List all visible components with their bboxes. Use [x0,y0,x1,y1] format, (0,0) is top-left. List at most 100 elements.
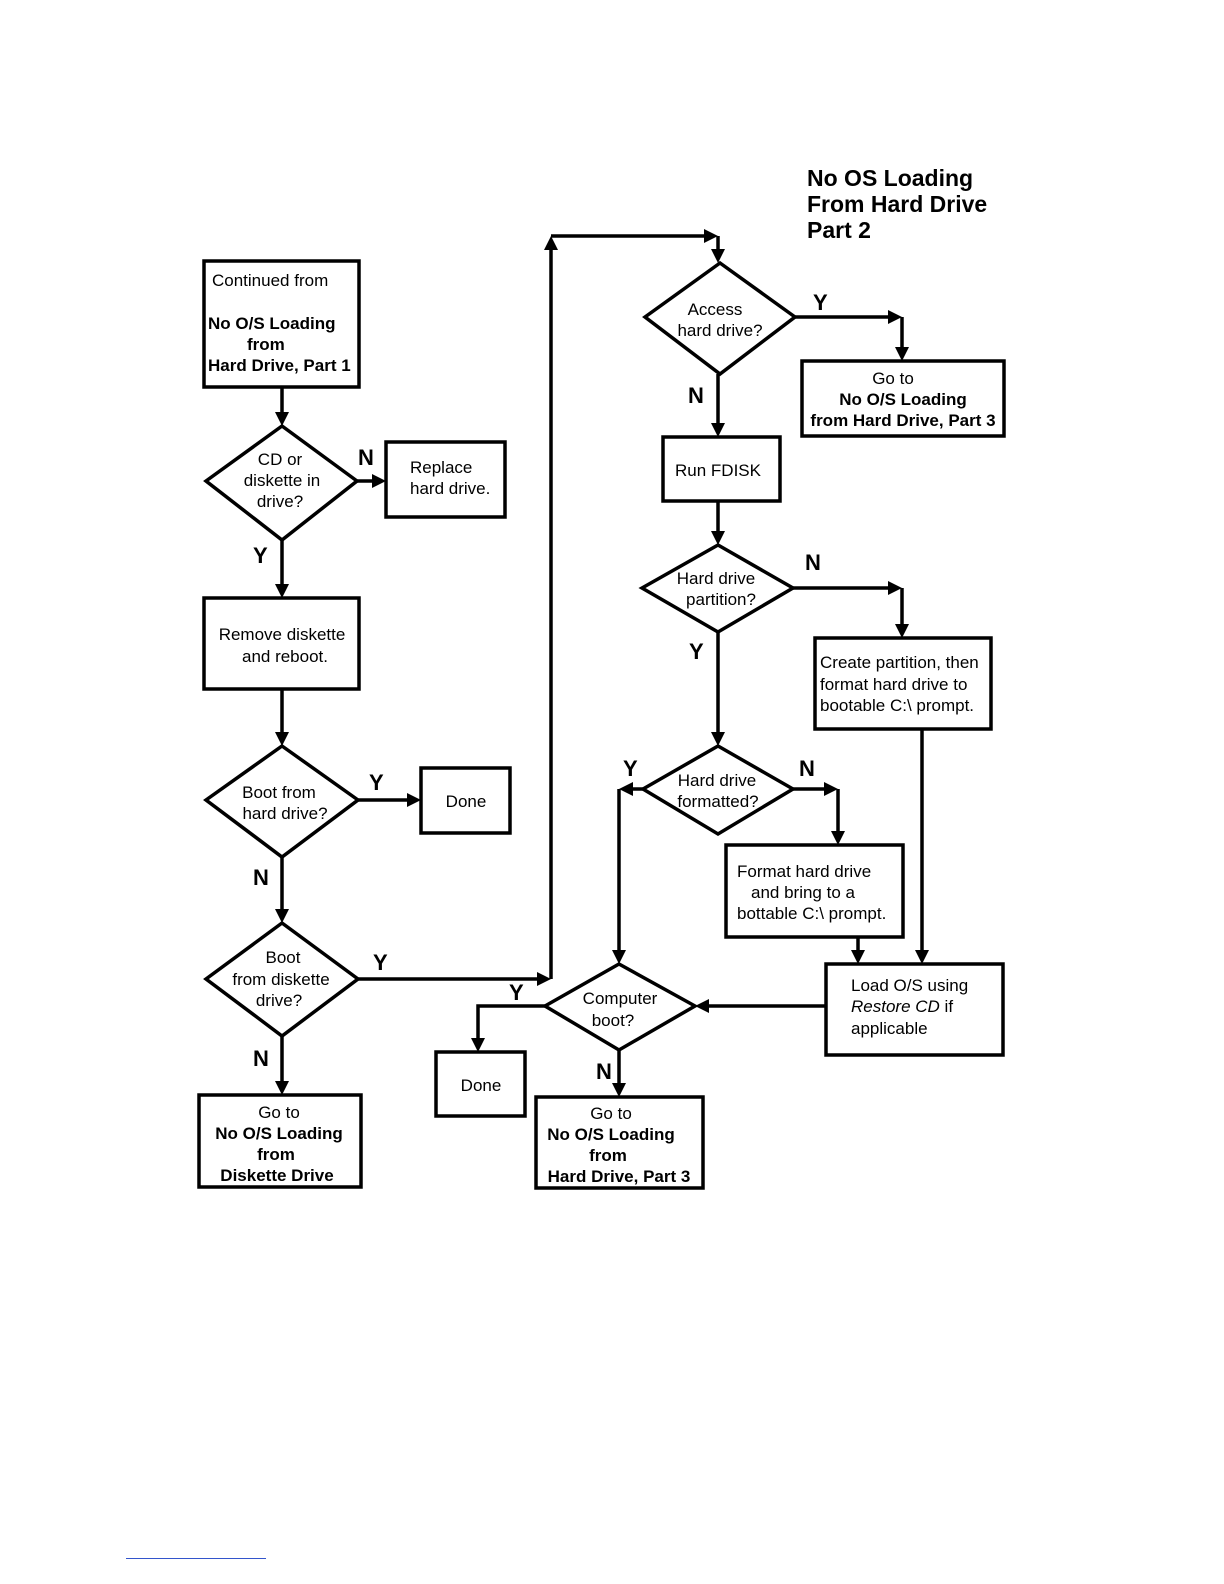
decision-hard-drive-partition: Hard drive partition? [638,542,797,635]
node-text: bottable C:\ prompt. [737,904,886,923]
arrowhead [471,1038,485,1052]
node-text: and bring to a [751,883,856,902]
node-text: Replace [410,458,472,477]
node-text: drive? [257,492,303,511]
node-text: applicable [851,1019,928,1038]
node-done-bottom: Done [434,1050,527,1118]
arrowhead [711,732,725,746]
arrowhead [612,1083,626,1097]
decision-computer-boot: Computer boot? [541,961,699,1053]
arrowhead [372,474,386,488]
node-text: boot? [592,1011,635,1030]
arrowhead [711,423,725,437]
label-boothd-n: N [253,865,269,890]
node-text: CD or [258,450,303,469]
node-text: Go to [258,1103,300,1122]
node-text: partition? [686,590,756,609]
node-text: Boot from [242,783,316,802]
node-goto-part3-bottom: Go to No O/S Loading from Hard Drive, Pa… [534,1095,705,1190]
node-create-partition: Create partition, then format hard drive… [813,636,993,731]
arrowhead [711,531,725,545]
node-text: Go to [872,369,914,388]
decision-access-hard-drive: Access hard drive? [642,260,798,377]
node-done-left: Done [419,766,512,835]
node-format-hard-drive: Format hard drive and bring to a bottabl… [724,843,905,939]
node-text: Remove diskette [219,625,346,644]
arrowhead [275,1081,289,1095]
edge-boot-to-done [476,1004,545,1038]
node-text-suffix: if [940,997,954,1016]
node-text: Hard Drive, Part 1 [208,356,351,375]
arrowhead [537,972,551,986]
node-text: from [589,1146,627,1165]
node-text: from [257,1145,295,1164]
node-text: bootable C:\ prompt. [820,696,974,715]
arrowhead [275,412,289,426]
label-formatted-n: N [799,756,815,781]
node-goto-part3-top: Go to No O/S Loading from Hard Drive, Pa… [800,359,1006,438]
label-formatted-y: Y [623,756,638,781]
node-load-os: Load O/S using Restore CD if applicable [824,962,1005,1057]
node-text: Access [688,300,743,319]
label-access-n: N [688,383,704,408]
node-text: No O/S Loading [839,390,967,409]
node-text: No O/S Loading [215,1124,343,1143]
arrowhead [275,732,289,746]
arrowhead [612,950,626,964]
node-text: No O/S Loading [547,1125,675,1144]
node-text: Boot [266,948,301,967]
decision-boot-diskette: Boot from diskette drive? [203,920,361,1039]
node-text: hard drive? [242,804,327,823]
decision-hard-drive-formatted: Hard drive formatted? [639,743,797,837]
footnote-rule [126,1558,266,1559]
branch-labels: N Y Y N Y N Y N N Y Y N Y N [253,290,828,1084]
arrowhead [888,310,902,324]
label-partition-n: N [805,550,821,575]
label-cd-y: Y [253,543,268,568]
node-continued-from: Continued from No O/S Loading from Hard … [202,259,361,389]
label-computerboot-y: Y [509,980,524,1005]
arrowhead [824,782,838,796]
node-text: hard drive. [410,479,490,498]
node-text: Format hard drive [737,862,871,881]
node-text: drive? [256,991,302,1010]
node-text: Done [446,792,487,811]
arrowhead [831,831,845,845]
node-text: formatted? [677,792,758,811]
arrowhead [275,909,289,923]
node-text: from Hard Drive, Part 3 [810,411,995,430]
arrowhead [619,782,633,796]
diagram-title: No OS Loading From Hard Drive Part 2 [807,165,987,243]
arrowhead [851,950,865,964]
arrowhead [695,999,709,1013]
title-line-2: From Hard Drive [807,191,987,217]
node-text: hard drive? [677,321,762,340]
node-text: diskette in [244,471,321,490]
node-goto-diskette-drive: Go to No O/S Loading from Diskette Drive [197,1093,363,1189]
label-computerboot-n: N [596,1059,612,1084]
arrowhead [895,624,909,638]
arrowhead [888,581,902,595]
node-text: Go to [590,1104,632,1123]
node-text: Create partition, then [820,653,979,672]
title-line-3: Part 2 [807,217,871,243]
node-text: Hard Drive, Part 3 [548,1167,691,1186]
label-partition-y: Y [689,639,704,664]
node-text: Computer [583,989,658,1008]
arrowhead [704,229,718,243]
arrowhead [544,236,558,250]
node-text: Continued from [212,271,328,290]
node-text-italic: Restore CD [851,997,940,1016]
label-access-y: Y [813,290,828,315]
node-text: and reboot. [242,647,328,666]
node-text: Hard drive [677,569,755,588]
arrowhead [275,584,289,598]
connectors [275,229,929,1097]
node-text: from [247,335,285,354]
arrowhead [407,793,421,807]
node-text: No O/S Loading [208,314,336,333]
node-text: Hard drive [678,771,756,790]
label-cd-n: N [358,445,374,470]
node-text: format hard drive to [820,675,967,694]
